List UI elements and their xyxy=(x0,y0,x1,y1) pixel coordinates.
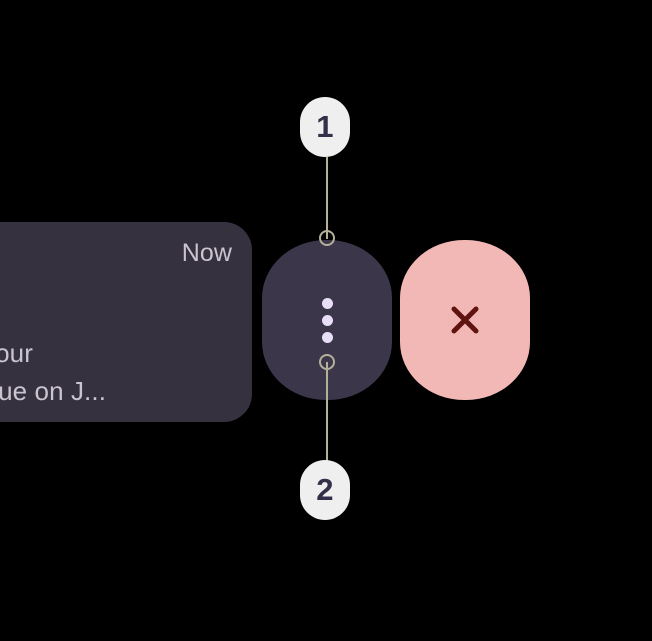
step-marker-1-badge: 1 xyxy=(300,97,350,157)
more-vertical-icon xyxy=(321,297,333,343)
step-marker-2-badge: 2 xyxy=(300,460,350,520)
close-icon xyxy=(451,306,479,334)
step-marker-1-connector xyxy=(326,157,328,239)
notification-body-line: nt is due on J... xyxy=(0,376,107,406)
more-dot xyxy=(321,297,333,309)
notification-body: der: Your nt is due on J... xyxy=(0,334,258,410)
more-dot xyxy=(321,331,333,343)
notification-body-line: der: Your xyxy=(0,338,33,368)
step-marker-1-anchor xyxy=(319,230,335,246)
notification-timestamp: Now xyxy=(181,239,232,267)
more-dot xyxy=(321,314,333,326)
notification-card[interactable]: Now bank der: Your nt is due on J... xyxy=(0,222,252,422)
dismiss-button[interactable] xyxy=(400,240,530,400)
step-marker-2-connector xyxy=(326,362,328,462)
